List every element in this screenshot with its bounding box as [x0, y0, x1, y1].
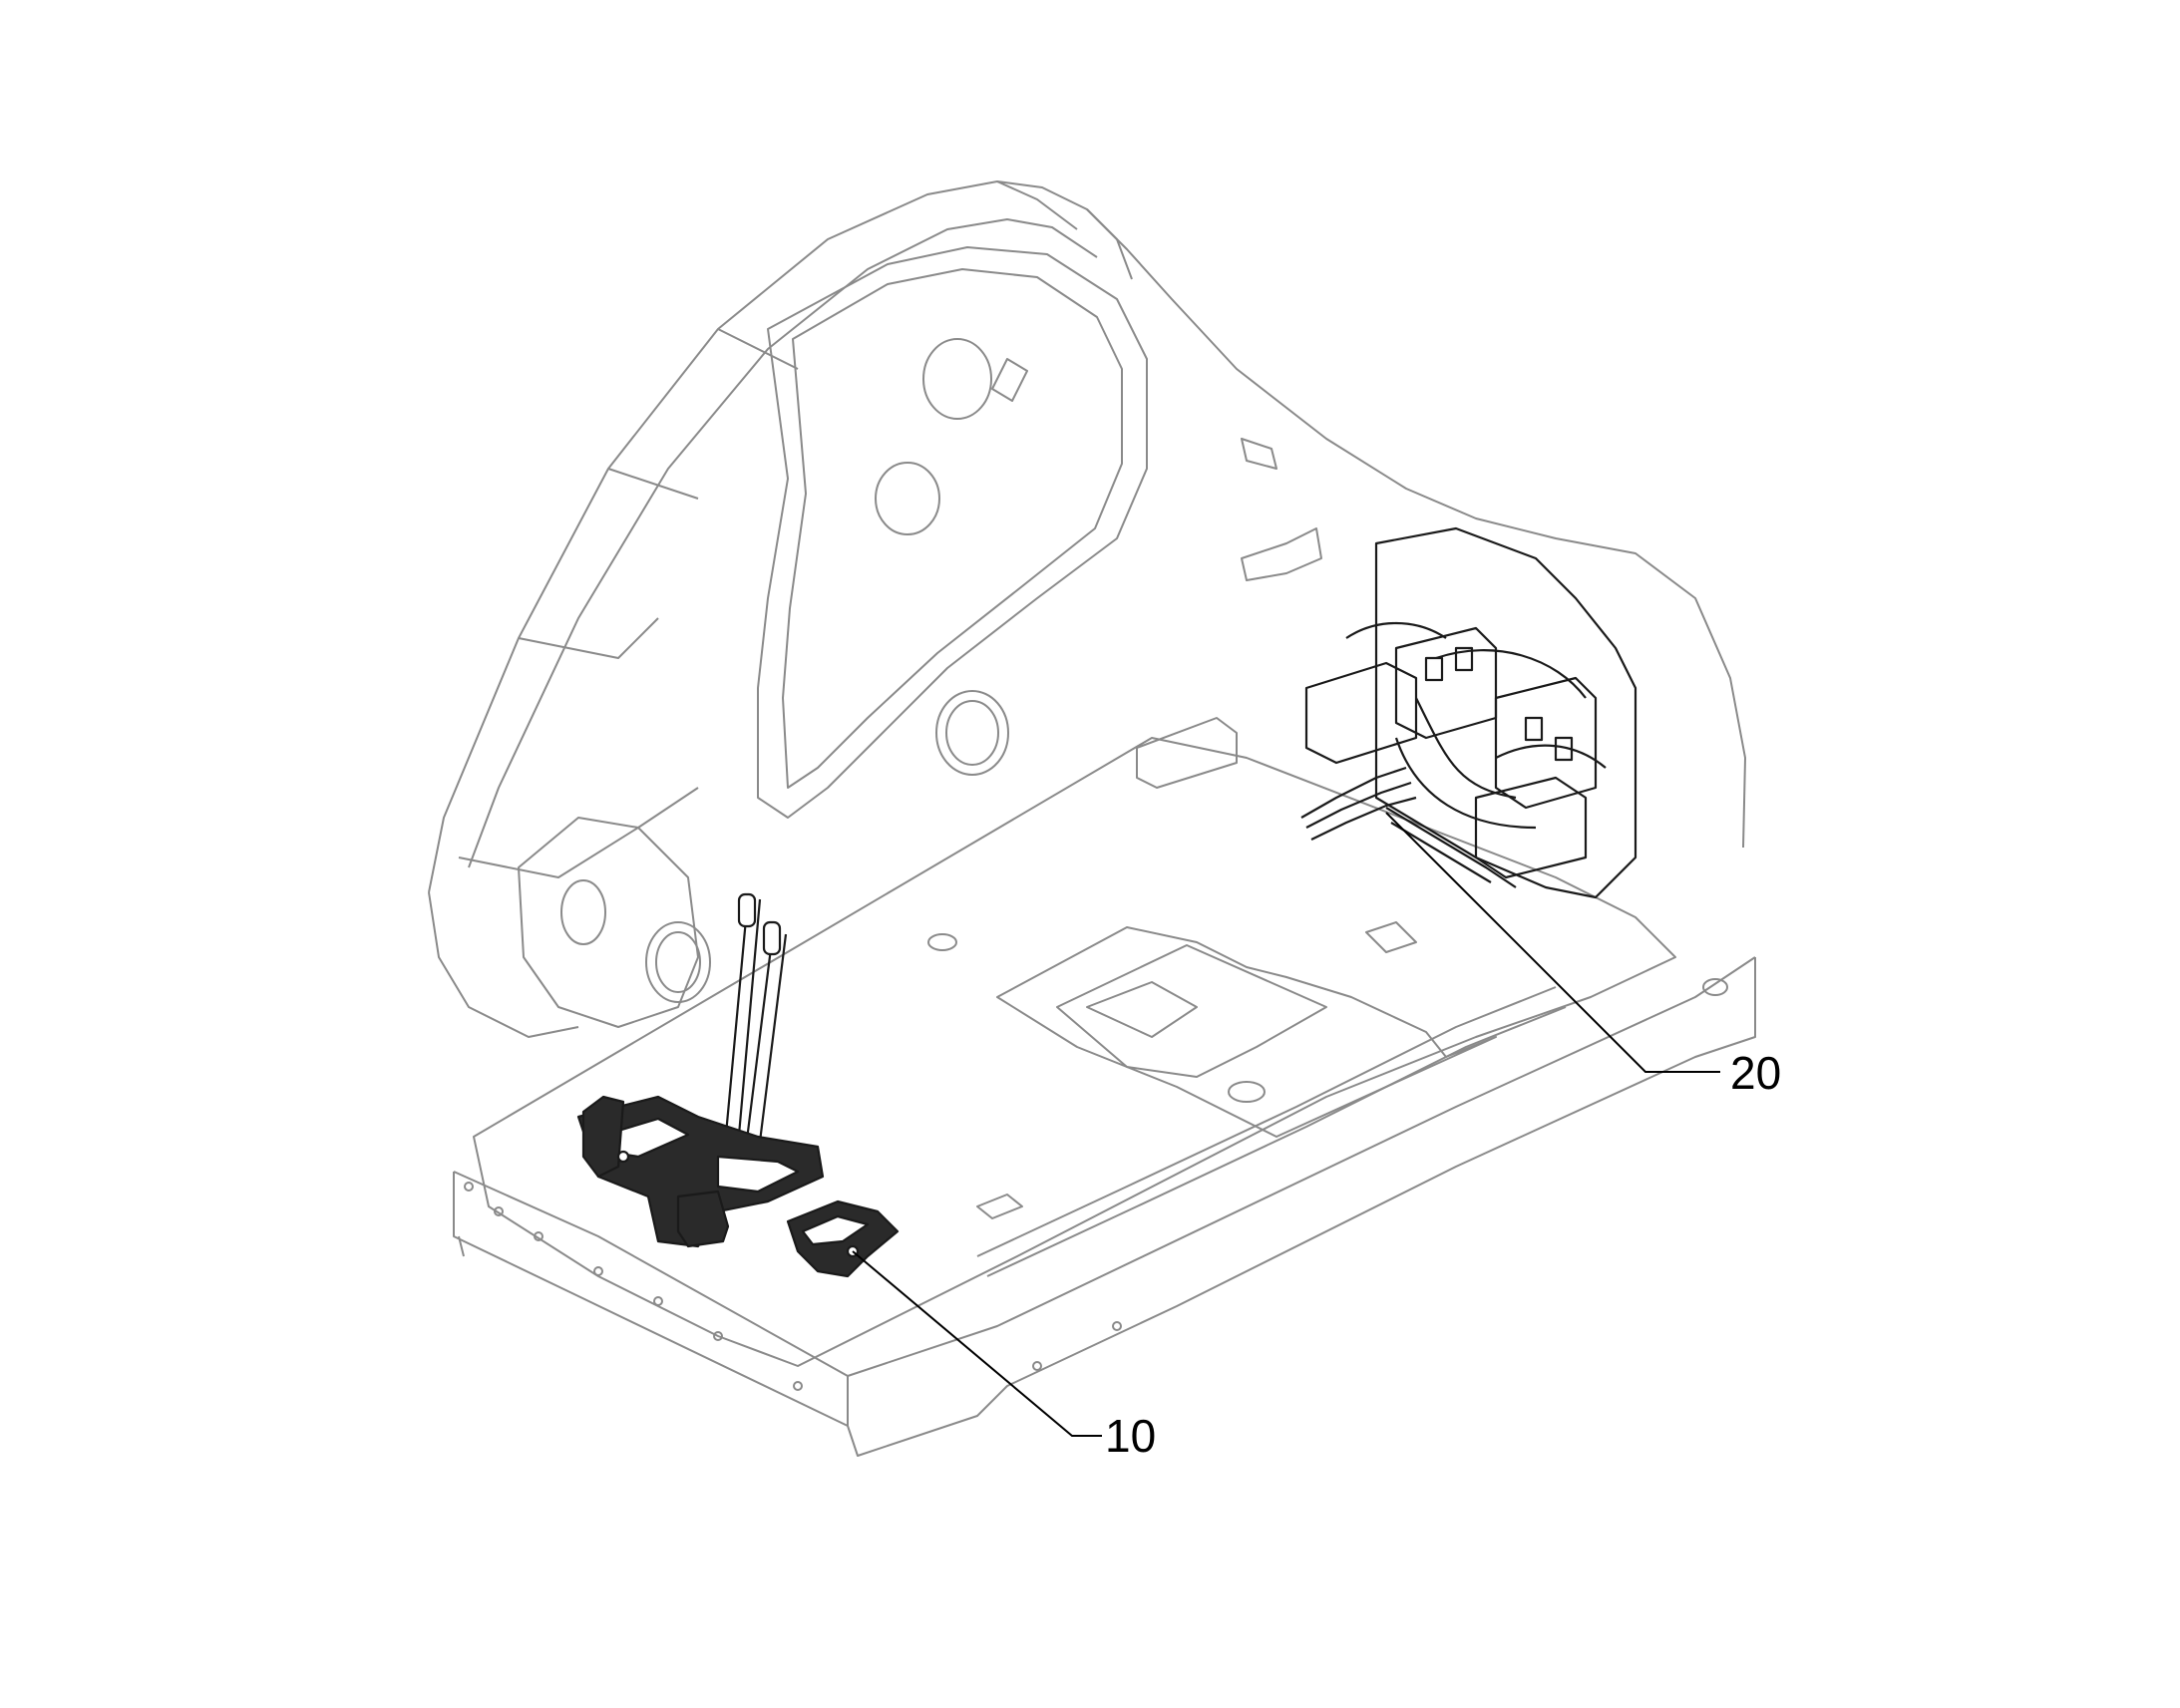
wire-bundle-2 [1385, 807, 1517, 888]
valve-base-plate [1374, 526, 1637, 899]
fitting-1 [1424, 656, 1444, 682]
side-rail-2 [986, 1006, 1567, 1277]
valve-block-3 [1494, 676, 1598, 810]
hose-4 [1345, 622, 1447, 639]
boom-structure [428, 180, 1746, 1038]
boom-outline [428, 180, 1746, 893]
fitting-2 [1454, 646, 1474, 672]
platform-hole-1 [927, 933, 957, 951]
joystick-grip-1 [737, 892, 757, 928]
pedal-assembly [576, 892, 900, 1278]
valve-block-1 [1304, 661, 1418, 765]
front-face-holes [464, 1182, 1122, 1391]
center-panel [996, 926, 1497, 1138]
hose-1 [1415, 697, 1517, 800]
center-panel-inner [1056, 944, 1327, 1078]
pivot-hole-2-inner [655, 931, 701, 993]
valve-block-2 [1394, 626, 1498, 740]
plate-hole-1 [922, 338, 992, 420]
boom-back-edge [996, 180, 1133, 280]
side-rail [976, 986, 1557, 1257]
main-pedal-step [716, 1155, 800, 1194]
plate-hole-3-inner [945, 700, 999, 766]
valve-block-4 [1474, 776, 1588, 879]
side-plate-inner [782, 268, 1123, 789]
panel-slot [1365, 921, 1417, 953]
hose-5 [1495, 744, 1607, 769]
plate-hole-3 [935, 690, 1009, 776]
boom-rib-2 [458, 787, 699, 878]
callout-10-label: 10 [1105, 1410, 1156, 1462]
platform-top [473, 737, 1676, 1367]
joystick-grip-2 [762, 920, 782, 956]
pedal-bolt-1 [616, 1150, 630, 1164]
platform [453, 717, 1756, 1457]
joystick-rod-1 [721, 896, 762, 1170]
platform-front-lower [458, 1235, 849, 1426]
boom-inner-edge [468, 218, 1098, 868]
valve-assembly [1300, 526, 1637, 899]
callout-20-label: 20 [1730, 1047, 1781, 1099]
right-pedal-highlight [801, 1214, 870, 1246]
pivot-boss [518, 817, 699, 1028]
rear-block [1136, 717, 1238, 789]
platform-front-face-top [453, 956, 1756, 1377]
left-pedal [581, 1095, 625, 1179]
side-plate [757, 246, 1148, 819]
spring-stack [676, 1190, 730, 1248]
hose-2 [1394, 737, 1537, 830]
center-recess [1086, 981, 1198, 1038]
boom-lower-frame [428, 891, 579, 1038]
pivot-hole-1 [560, 879, 606, 945]
callout-20-leader [1385, 812, 1720, 1073]
plate-hole-2 [875, 462, 940, 535]
platform-front-face [453, 957, 1756, 1457]
bracket-1 [1241, 438, 1277, 470]
platform-hole-2 [1228, 1081, 1266, 1103]
boom-rib-1 [518, 328, 799, 659]
callouts [852, 812, 1720, 1437]
fitting-3 [1524, 716, 1544, 742]
platform-pad [976, 1194, 1023, 1219]
pivot-hole-2 [645, 921, 711, 1003]
plate-slot [991, 358, 1028, 402]
platform-hole-3 [1702, 978, 1728, 996]
hose-3 [1435, 649, 1587, 699]
callout-10-leader [852, 1250, 1102, 1437]
bracket-2 [1241, 527, 1322, 581]
fitting-4 [1554, 736, 1574, 762]
joystick-rod-2 [741, 931, 788, 1175]
wire-bundle [1300, 766, 1417, 841]
